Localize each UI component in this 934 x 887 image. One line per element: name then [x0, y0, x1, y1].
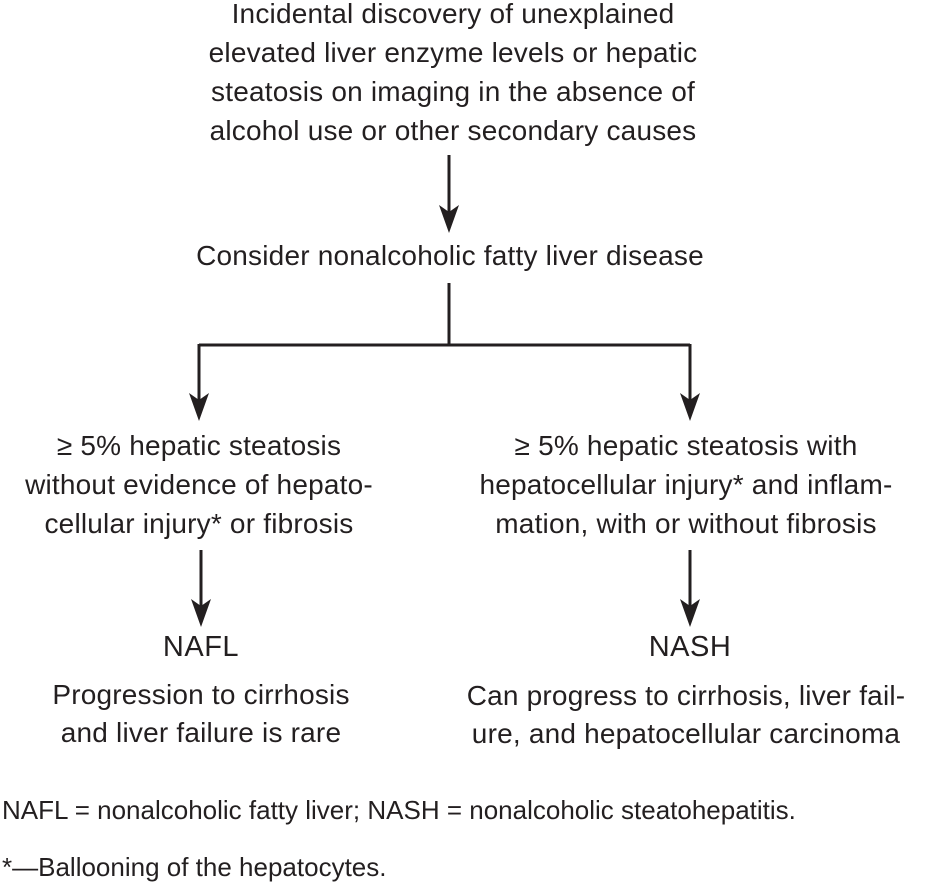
nafl-criteria-line: ≥ 5% hepatic steatosis: [56, 430, 342, 461]
nash-label: NASH: [648, 631, 732, 663]
nafl-description: Progression to cirrhosis and liver failu…: [11, 676, 391, 752]
start-node-line: elevated liver enzyme levels or hepatic: [208, 37, 698, 68]
abbreviations-footnote: NAFL = nonalcoholic fatty liver; NASH = …: [2, 795, 796, 825]
nafl-criteria-line: cellular injury* or fibrosis: [44, 508, 354, 539]
nash-criteria-line: mation, with or without fibrosis: [495, 508, 877, 539]
nash-description-line: Can progress to cirrhosis, liver fail-: [466, 680, 906, 711]
nafl-criteria-line: without evidence of hepato-: [25, 469, 373, 500]
nafl-description-line: Progression to cirrhosis: [52, 679, 350, 710]
nash-description-line: ure, and hepatocellular carcinoma: [471, 718, 901, 749]
arrow-down-right-to-nash: [680, 550, 700, 627]
start-node-line: alcohol use or other secondary causes: [209, 115, 697, 146]
start-node-line: steatosis on imaging in the absence of: [211, 76, 695, 107]
nafl-description-line: and liver failure is rare: [60, 717, 342, 748]
nafl-label: NAFL: [162, 631, 240, 663]
consider-node-label: Consider nonalcoholic fatty liver diseas…: [196, 240, 704, 271]
nash-description: Can progress to cirrhosis, liver fail- u…: [441, 677, 931, 753]
nash-criteria-line: hepatocellular injury* and inflam-: [479, 469, 893, 500]
nash-criteria-line: ≥ 5% hepatic steatosis with: [514, 430, 858, 461]
nafl-criteria-node: ≥ 5% hepatic steatosis without evidence …: [0, 426, 414, 543]
consider-node: Consider nonalcoholic fatty liver diseas…: [150, 236, 750, 275]
arrow-down-start-to-consider: [439, 155, 459, 233]
start-node-line: Incidental discovery of unexplained: [231, 0, 675, 29]
asterisk-footnote: *—Ballooning of the hepatocytes.: [2, 852, 387, 882]
arrow-down-branch-left: [189, 344, 209, 421]
nash-criteria-node: ≥ 5% hepatic steatosis with hepatocellul…: [441, 426, 931, 543]
branch-connector: [199, 283, 690, 347]
arrow-down-left-to-nafl: [191, 550, 211, 627]
arrow-down-branch-right: [680, 344, 700, 421]
start-node: Incidental discovery of unexplained elev…: [153, 0, 753, 150]
